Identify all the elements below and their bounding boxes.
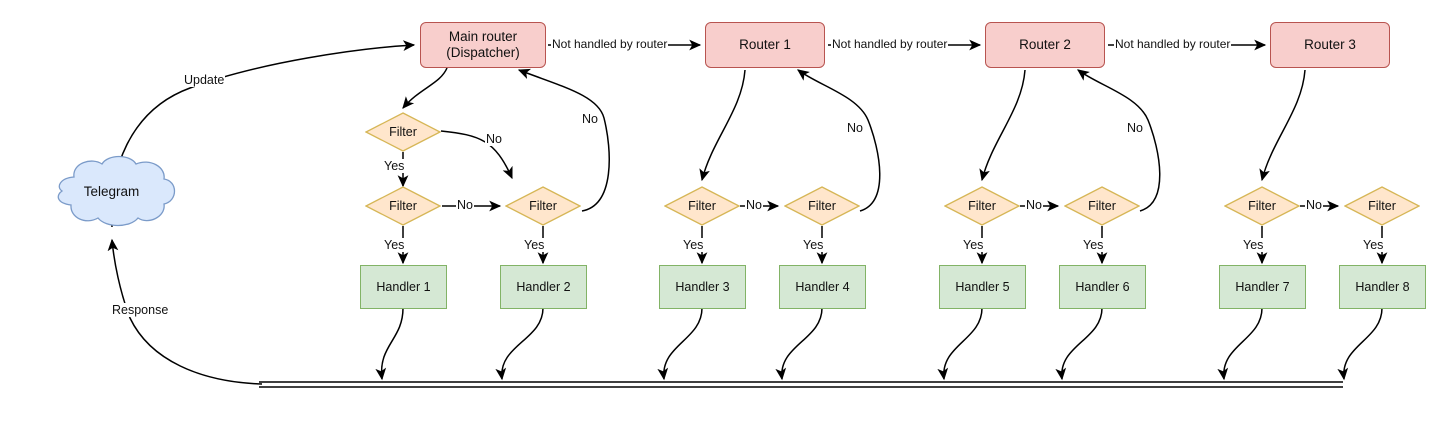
edge-label-no-return-main: No [581,112,599,126]
handler-3[interactable]: Handler 3 [659,265,746,309]
handler-6[interactable]: Handler 6 [1059,265,1146,309]
edge-label-yes-h5: Yes [962,238,985,252]
filter-7-label: Filter [1248,199,1276,213]
filter-2[interactable]: Filter [505,186,581,226]
handler-5-label: Handler 5 [955,279,1010,294]
edge-label-yes-h2: Yes [523,238,546,252]
handler-8-label: Handler 8 [1355,279,1410,294]
handler-5[interactable]: Handler 5 [939,265,1026,309]
handler-8[interactable]: Handler 8 [1339,265,1426,309]
filter-top-main[interactable]: Filter [365,112,441,152]
filter-5[interactable]: Filter [944,186,1020,226]
diamond-icon [664,186,740,226]
filter-3[interactable]: Filter [664,186,740,226]
edge-label-not-handled-3: Not handled by router [1114,37,1232,51]
edge-label-no-f3-f4: No [745,198,763,212]
filter-6[interactable]: Filter [1064,186,1140,226]
handler-1[interactable]: Handler 1 [360,265,447,309]
edge-label-no-f7-f8: No [1305,198,1323,212]
handler-2[interactable]: Handler 2 [500,265,587,309]
edge-label-no-f1-f2: No [456,198,474,212]
filter-4-label: Filter [808,199,836,213]
handler-2-label: Handler 2 [516,279,571,294]
router-1-label: Router 1 [739,37,791,53]
edge-label-no-return-r2: No [1126,121,1144,135]
handler-7[interactable]: Handler 7 [1219,265,1306,309]
handler-3-label: Handler 3 [675,279,730,294]
handler-7-label: Handler 7 [1235,279,1290,294]
handler-4[interactable]: Handler 4 [779,265,866,309]
router-main[interactable]: Main router (Dispatcher) [420,22,546,68]
diamond-icon [1344,186,1420,226]
filter-6-label: Filter [1088,199,1116,213]
router-1[interactable]: Router 1 [705,22,825,68]
edge-label-not-handled-1: Not handled by router [551,37,669,51]
edge-label-yes-h7: Yes [1242,238,1265,252]
handler-1-label: Handler 1 [376,279,431,294]
diamond-icon [365,186,441,226]
filter-3-label: Filter [688,199,716,213]
filter-8-label: Filter [1368,199,1396,213]
filter-7[interactable]: Filter [1224,186,1300,226]
filter-8[interactable]: Filter [1344,186,1420,226]
edge-label-no-f5-f6: No [1025,198,1043,212]
telegram-label: Telegram [83,183,140,199]
handler-6-label: Handler 6 [1075,279,1130,294]
router-3-label: Router 3 [1304,37,1356,53]
diamond-icon [944,186,1020,226]
edge-label-no-top-main: No [485,132,503,146]
diamond-icon [505,186,581,226]
cloud-icon [57,155,176,227]
diamond-icon [365,112,441,152]
edge-label-yes-h3: Yes [682,238,705,252]
handler-4-label: Handler 4 [795,279,850,294]
filter-1[interactable]: Filter [365,186,441,226]
response-bus [259,381,1343,388]
diamond-icon [1064,186,1140,226]
filter-1-label: Filter [389,199,417,213]
edge-label-response: Response [111,303,170,317]
filter-2-label: Filter [529,199,557,213]
edge-label-yes-h6: Yes [1082,238,1105,252]
edge-label-yes-h1: Yes [383,238,406,252]
edge-label-not-handled-2: Not handled by router [831,37,949,51]
router-3[interactable]: Router 3 [1270,22,1390,68]
router-2[interactable]: Router 2 [985,22,1105,68]
telegram-cloud: Telegram [44,155,179,227]
edge-label-yes-h8: Yes [1362,238,1385,252]
edge-label-update: Update [183,73,226,87]
filter-5-label: Filter [968,199,996,213]
edge-label-yes-h4: Yes [802,238,825,252]
diamond-icon [784,186,860,226]
edge-label-yes-top-main: Yes [383,159,406,173]
edge-label-no-return-r1: No [846,121,864,135]
diamond-icon [1224,186,1300,226]
router-2-label: Router 2 [1019,37,1071,53]
filter-4[interactable]: Filter [784,186,860,226]
router-main-label: Main router (Dispatcher) [446,29,520,60]
filter-top-main-label: Filter [389,125,417,139]
